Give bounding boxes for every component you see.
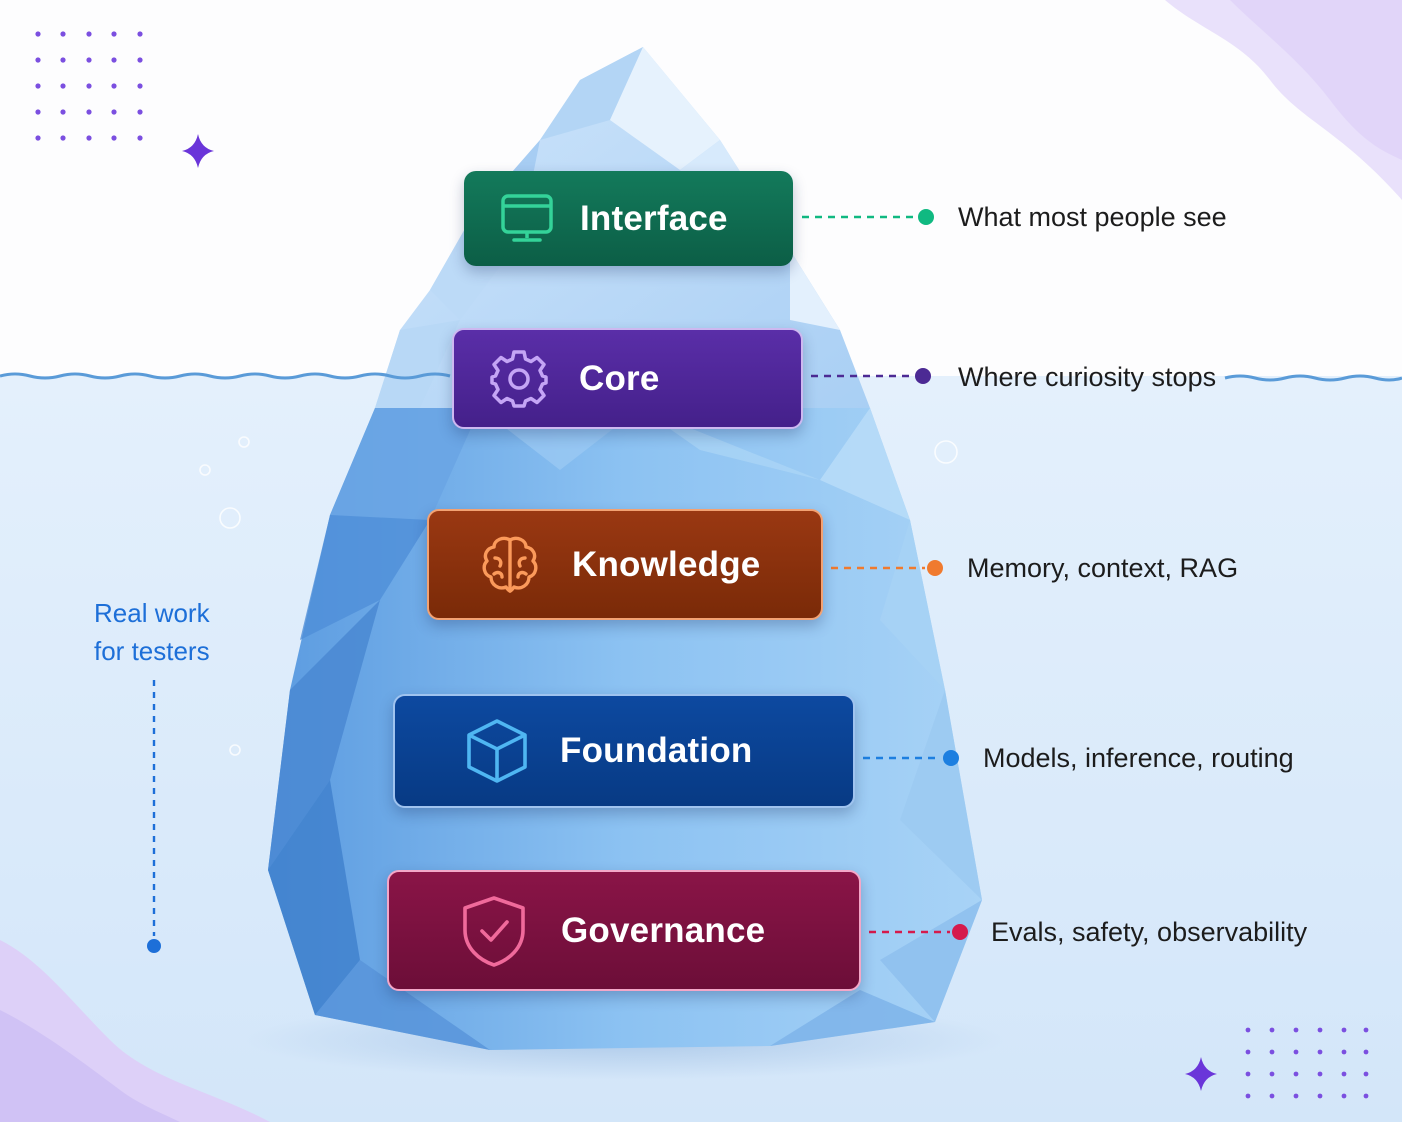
waterline-right xyxy=(1224,374,1402,382)
layer-interface: Interface xyxy=(464,171,793,266)
connector-knowledge xyxy=(831,560,943,576)
bubbles xyxy=(199,436,958,756)
shield-check-icon xyxy=(463,895,525,967)
layer-description-core: Where curiosity stops xyxy=(958,362,1217,392)
layer-foundation: Foundation xyxy=(393,694,855,808)
layer-knowledge: Knowledge xyxy=(427,509,823,620)
connector-foundation xyxy=(863,750,959,766)
layer-governance: Governance xyxy=(387,870,861,991)
layer-label: Governance xyxy=(561,910,766,950)
layer-label: Core xyxy=(579,358,660,398)
layer-description-foundation: Models, inference, routing xyxy=(983,743,1294,773)
layer-label: Foundation xyxy=(560,731,753,770)
gear-icon xyxy=(490,349,548,408)
side-note-line: for testers xyxy=(94,636,210,666)
connector-core xyxy=(811,368,931,384)
layer-core: Core xyxy=(452,328,803,429)
monitor-icon xyxy=(501,193,553,242)
cube-icon xyxy=(467,719,527,783)
layer-label: Knowledge xyxy=(572,544,761,584)
side-note-line: Real work xyxy=(94,598,210,628)
layer-label: Interface xyxy=(580,198,728,238)
layer-description-knowledge: Memory, context, RAG xyxy=(967,553,1239,583)
layer-description-governance: Evals, safety, observability xyxy=(991,917,1308,947)
brain-icon xyxy=(482,536,538,593)
dot-grid-top-left xyxy=(35,31,143,141)
waterline-left xyxy=(0,372,451,380)
sparkle-icon xyxy=(1185,1057,1217,1091)
layer-description-interface: What most people see xyxy=(958,202,1227,232)
side-bracket xyxy=(147,680,161,953)
sparkle-icon xyxy=(182,134,214,168)
connector-governance xyxy=(869,924,968,940)
dot-grid-bottom-right xyxy=(1245,1027,1369,1099)
side-note: Real work for testers xyxy=(94,594,210,670)
connector-interface xyxy=(802,209,934,225)
